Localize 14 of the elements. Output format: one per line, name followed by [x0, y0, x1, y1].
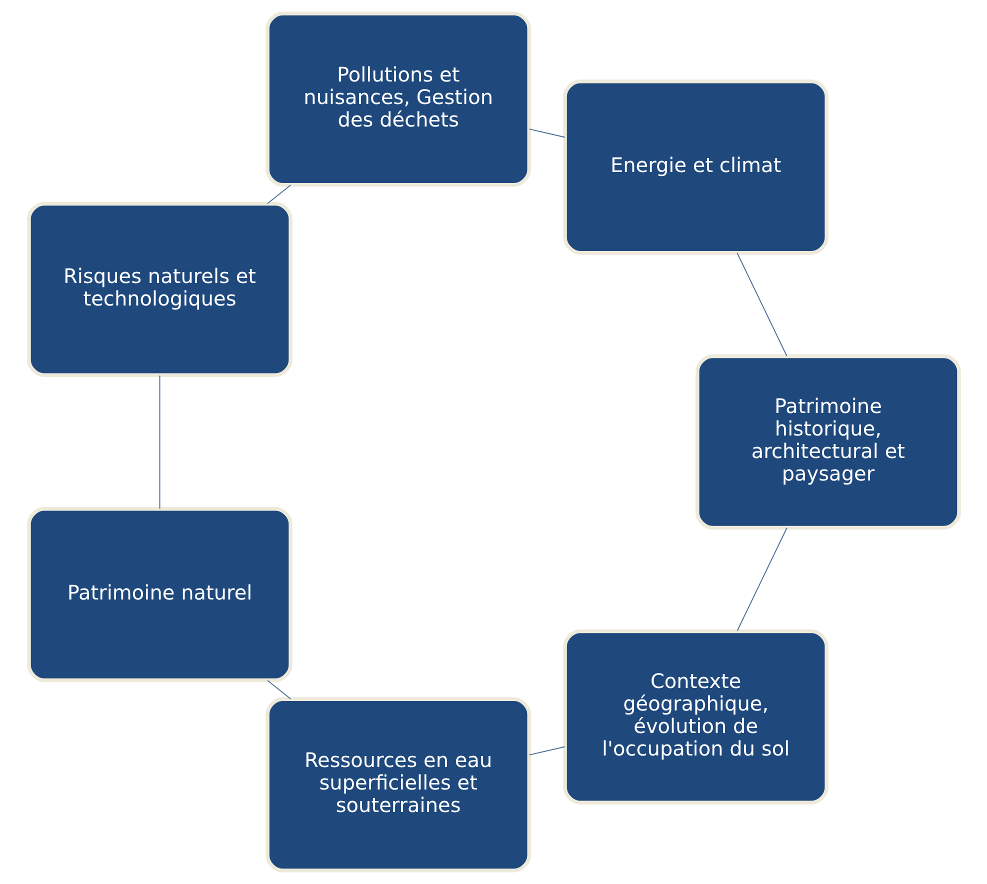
node-box: Patrimoine historique, architectural et paysager	[695, 354, 960, 530]
connector	[736, 527, 787, 632]
node-box: Energie et climat	[562, 79, 828, 255]
node-box: Contexte géographique, évolution de l'occupation du sol	[562, 629, 828, 805]
node-box: Ressources en eau superficielles et souterraines	[265, 697, 530, 872]
connector	[266, 680, 291, 700]
connector	[266, 184, 291, 204]
connector	[158, 375, 160, 510]
connector	[528, 746, 565, 756]
connector	[736, 252, 787, 356]
node-box: Patrimoine naturel	[26, 506, 292, 682]
node-box: Pollutions et nuisances, Gestion des déchets	[265, 12, 530, 187]
connector	[528, 128, 565, 138]
node-box: Risques naturels et technologiques	[26, 202, 292, 378]
